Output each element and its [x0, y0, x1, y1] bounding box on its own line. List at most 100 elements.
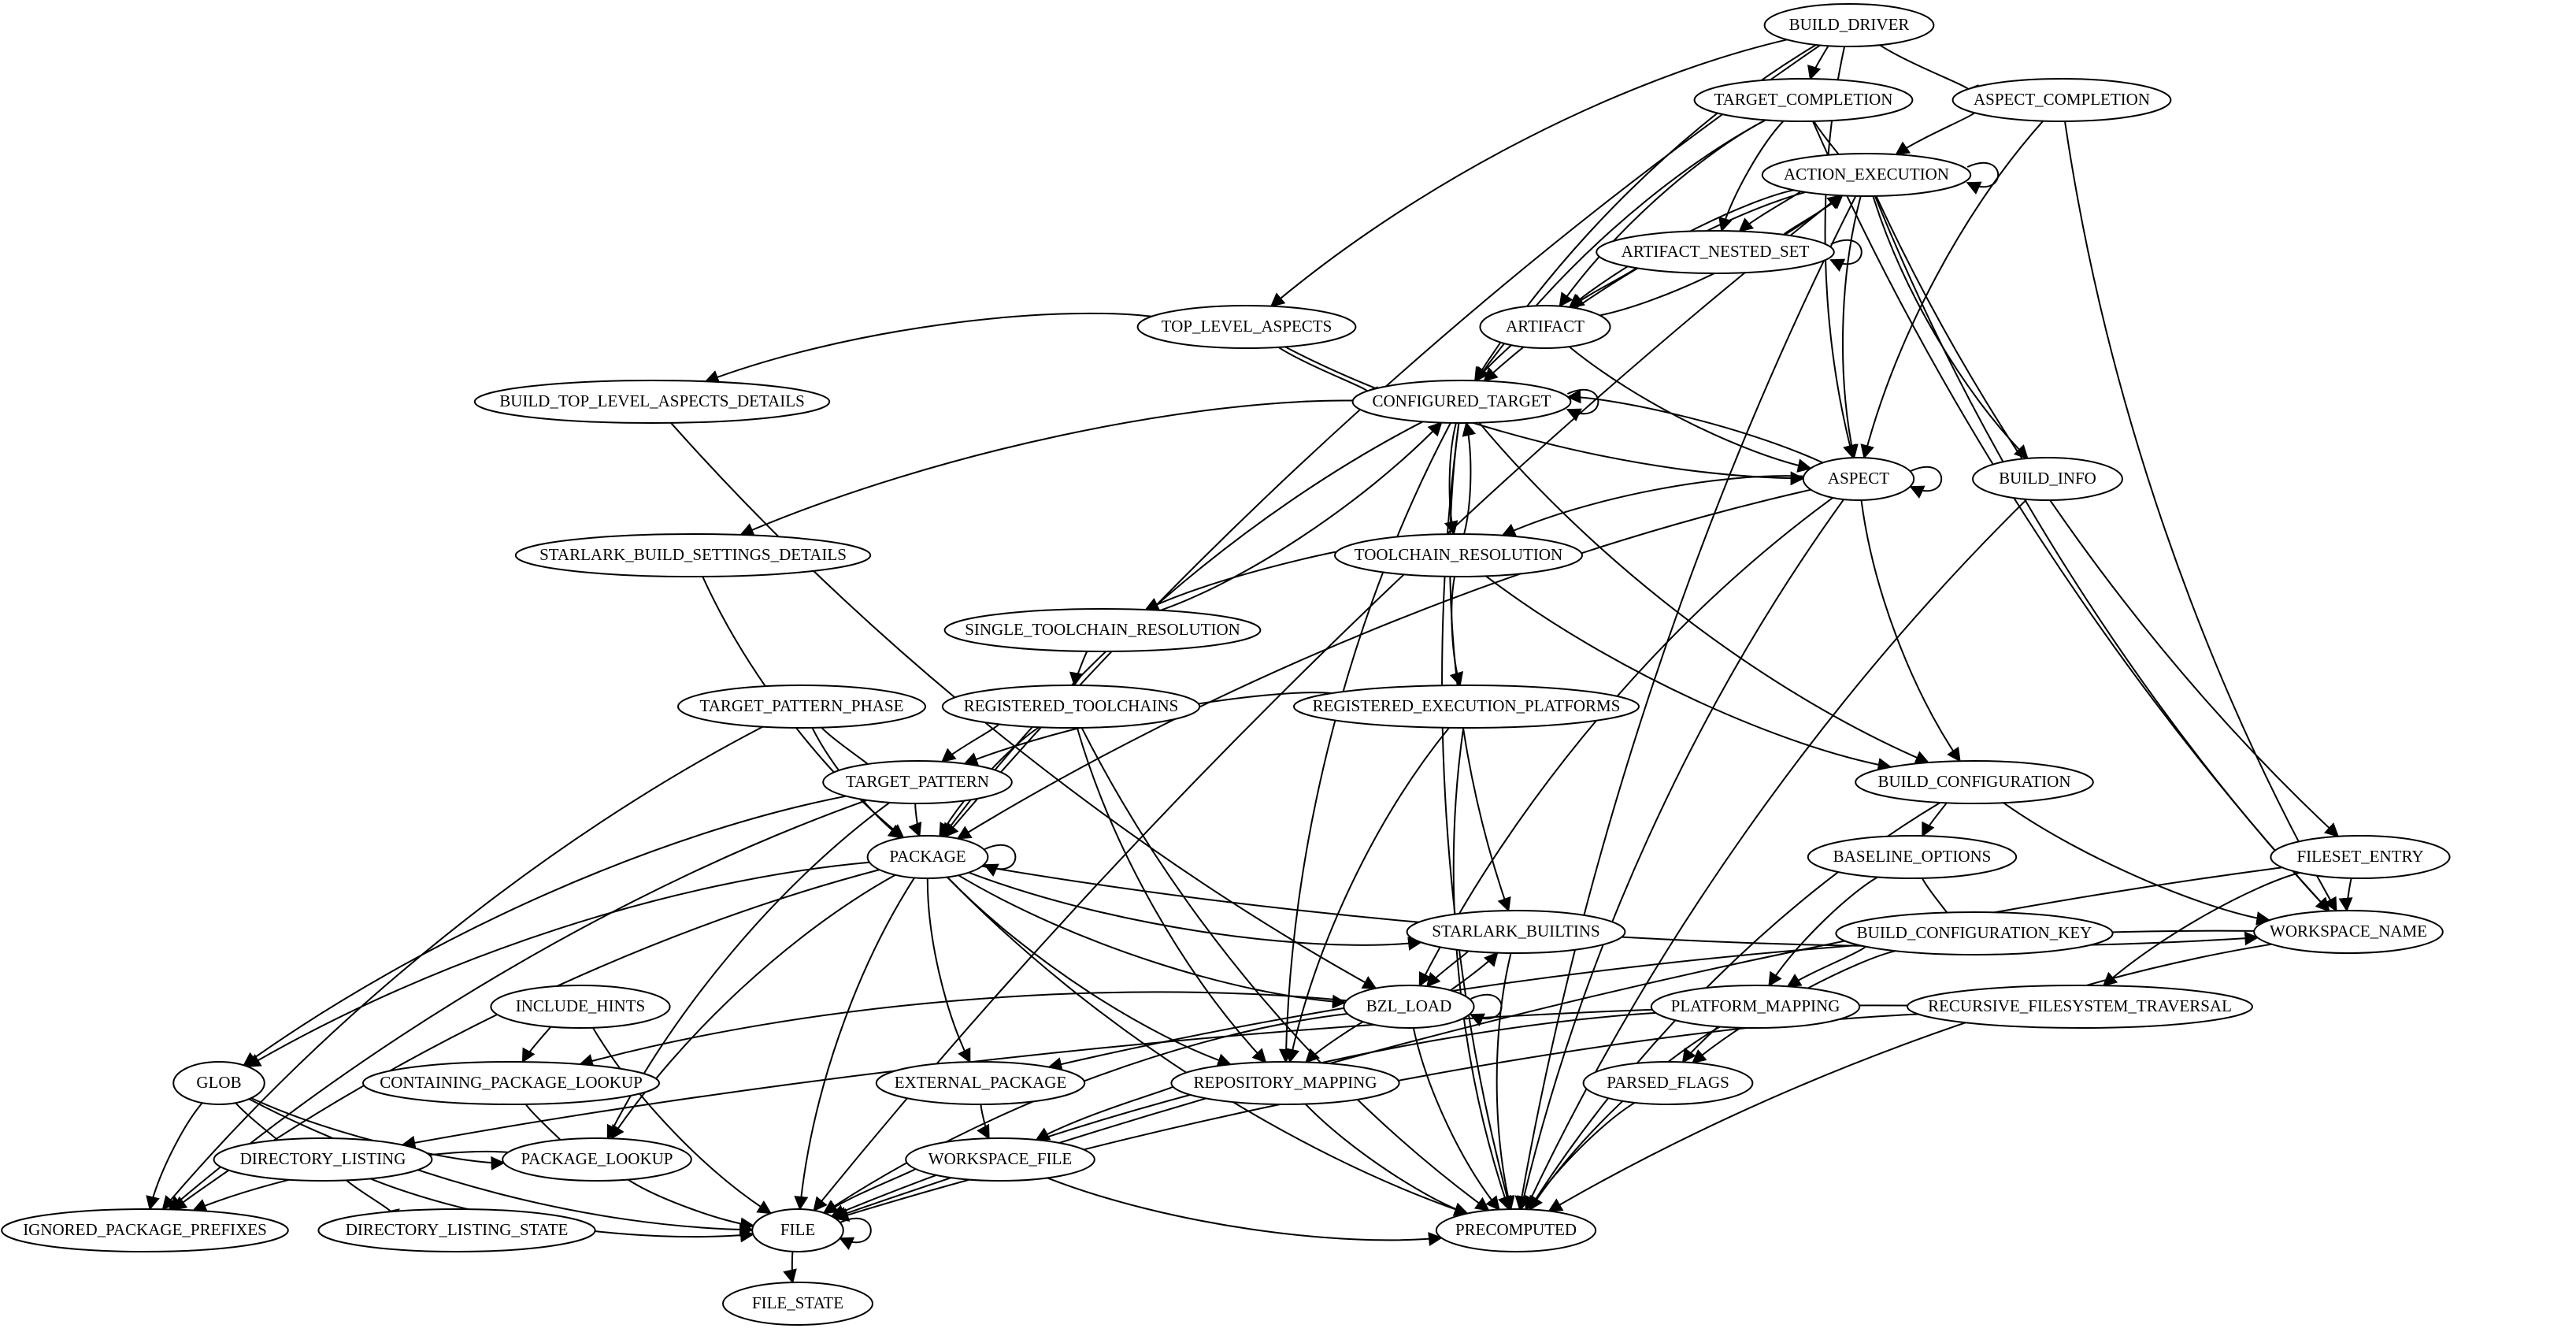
edge-build-configuration--workspace-name	[2003, 802, 2271, 926]
edge-external-package--workspace-file	[977, 1104, 990, 1140]
node-label-package-lookup: PACKAGE_LOOKUP	[521, 1149, 673, 1168]
node-label-recursive-filesystem-traversal: RECURSIVE_FILESYSTEM_TRAVERSAL	[1928, 996, 2232, 1015]
node-recursive-filesystem-traversal: RECURSIVE_FILESYSTEM_TRAVERSAL	[1907, 985, 2253, 1029]
node-ellipse-configured-target	[1351, 380, 1572, 424]
edge-artifact--aspect	[1568, 346, 1812, 473]
node-target-completion: TARGET_COMPLETION	[1693, 78, 1914, 122]
node-ellipse-single-toolchain-resolution	[943, 608, 1262, 652]
node-ellipse-recursive-filesystem-traversal	[1907, 985, 2253, 1029]
edge-configured-target--starlark-builtins	[1449, 422, 1511, 912]
node-glob: GLOB	[172, 1061, 265, 1105]
node-label-artifact-nested-set: ARTIFACT_NESTED_SET	[1622, 242, 1810, 261]
node-ellipse-registered-execution-platforms	[1293, 685, 1640, 729]
node-label-file-state: FILE_STATE	[752, 1293, 843, 1312]
edge-registered-toolchains--target-pattern	[941, 722, 1000, 763]
node-ellipse-directory-listing	[213, 1137, 433, 1182]
node-ellipse-artifact	[1479, 305, 1611, 349]
edge-configured-target--repository-mapping	[1278, 422, 1451, 1063]
node-ellipse-artifact-nested-set	[1596, 230, 1835, 274]
node-label-directory-listing: DIRECTORY_LISTING	[240, 1149, 406, 1168]
edge-target-pattern-phase--ignored-package-prefixes	[161, 725, 764, 1211]
edge-package--file	[794, 877, 915, 1211]
edge-single-toolchain-resolution--configured-target	[1159, 421, 1443, 611]
node-label-build-configuration-key: BUILD_CONFIGURATION_KEY	[1857, 923, 2092, 942]
node-label-aspect-completion: ASPECT_COMPLETION	[1974, 90, 2150, 109]
node-build-driver: BUILD_DRIVER	[1763, 3, 1935, 47]
edge-baseline-options--build-configuration-key	[1921, 877, 1962, 926]
edge-action-execution--workspace-name	[1874, 195, 2330, 912]
edge-glob--ignored-package-prefixes	[146, 1102, 203, 1211]
edge-parsed-flags--precomputed	[1528, 1101, 1636, 1211]
edge-repository-mapping--precomputed	[1304, 1103, 1469, 1216]
edge-platform-mapping--precomputed	[1529, 1026, 1721, 1211]
edge-action-execution--configured-target	[1483, 191, 1806, 382]
node-ellipse-include-hints	[490, 985, 671, 1029]
node-label-containing-package-lookup: CONTAINING_PACKAGE_LOOKUP	[380, 1073, 643, 1092]
edge-toolchain-resolution--registered-execution-platforms	[1449, 576, 1464, 687]
node-label-workspace-name: WORKSPACE_NAME	[2270, 922, 2427, 941]
edge-action-execution--build-info	[1872, 195, 2029, 460]
node-ellipse-top-level-aspects	[1136, 305, 1357, 349]
node-label-configured-target: CONFIGURED_TARGET	[1373, 391, 1551, 410]
node-starlark-builtins: STARLARK_BUILTINS	[1406, 910, 1626, 954]
node-platform-mapping: PLATFORM_MAPPING	[1650, 985, 1861, 1029]
edge-action-execution--action-execution	[1966, 161, 2000, 195]
edge-artifact-nested-set--artifact-nested-set	[1829, 239, 1863, 272]
node-ellipse-aspect-completion	[1951, 78, 2172, 122]
node-action-execution: ACTION_EXECUTION	[1761, 153, 1972, 197]
edge-include-hints--file	[592, 1027, 773, 1215]
node-label-starlark-build-settings-details: STARLARK_BUILD_SETTINGS_DETAILS	[539, 545, 847, 564]
node-label-aspect: ASPECT	[1828, 469, 1889, 488]
edge-fileset-entry--workspace-name	[2338, 877, 2353, 912]
node-label-glob: GLOB	[196, 1073, 241, 1092]
node-build-info: BUILD_INFO	[1972, 457, 2123, 501]
edge-target-completion--artifact	[1559, 119, 1766, 308]
node-label-build-configuration: BUILD_CONFIGURATION	[1878, 772, 2071, 791]
node-ellipse-build-info	[1972, 457, 2123, 501]
edge-artifact-nested-set--artifact	[1570, 265, 1637, 309]
node-repository-mapping: REPOSITORY_MAPPING	[1170, 1061, 1400, 1105]
node-ellipse-file-state	[722, 1282, 873, 1326]
node-ellipse-containing-package-lookup	[362, 1061, 660, 1105]
node-label-build-driver: BUILD_DRIVER	[1789, 15, 1910, 34]
edge-toolchain-resolution--configured-target	[1462, 421, 1477, 535]
edge-action-execution--aspect	[1842, 195, 1862, 459]
edge-target-pattern--glob	[243, 795, 847, 1067]
node-label-target-pattern-phase: TARGET_PATTERN_PHASE	[700, 696, 904, 715]
node-ellipse-platform-mapping	[1650, 985, 1861, 1029]
edge-action-execution--file	[813, 195, 1841, 1212]
node-ellipse-target-pattern	[822, 760, 1013, 804]
edge-configured-target--starlark-build-settings-details	[739, 399, 1353, 536]
node-label-registered-toolchains: REGISTERED_TOOLCHAINS	[964, 696, 1179, 715]
edge-target-pattern--ignored-package-prefixes	[168, 799, 868, 1211]
node-target-pattern: TARGET_PATTERN	[822, 760, 1013, 804]
edge-artifact--configured-target	[1475, 344, 1512, 382]
node-label-ignored-package-prefixes: IGNORED_PACKAGE_PREFIXES	[23, 1220, 267, 1239]
node-label-parsed-flags: PARSED_FLAGS	[1607, 1073, 1729, 1092]
node-label-baseline-options: BASELINE_OPTIONS	[1833, 847, 1992, 866]
edge-aspect--build-configuration	[1860, 499, 1961, 762]
node-label-top-level-aspects: TOP_LEVEL_ASPECTS	[1162, 317, 1332, 336]
edge-aspect--package	[956, 488, 1811, 840]
node-label-file: FILE	[780, 1220, 815, 1239]
node-label-registered-execution-platforms: REGISTERED_EXECUTION_PLATFORMS	[1313, 696, 1621, 715]
node-ellipse-package	[866, 835, 989, 879]
edge-bzl-load--bzl-load	[1469, 993, 1503, 1026]
edge-toolchain-resolution--single-toolchain-resolution	[1144, 551, 1337, 611]
node-ellipse-repository-mapping	[1170, 1061, 1400, 1105]
node-ellipse-starlark-builtins	[1406, 910, 1626, 954]
edge-registered-execution-platforms--repository-mapping	[1285, 727, 1450, 1063]
edge-registered-execution-platforms--precomputed	[1452, 727, 1512, 1211]
node-ellipse-workspace-name	[2253, 910, 2444, 954]
node-label-toolchain-resolution: TOOLCHAIN_RESOLUTION	[1355, 545, 1562, 564]
edge-baseline-options--platform-mapping	[1768, 876, 1878, 987]
node-ellipse-baseline-options	[1807, 835, 2018, 879]
node-ellipse-external-package	[875, 1061, 1086, 1105]
node-ignored-package-prefixes: IGNORED_PACKAGE_PREFIXES	[1, 1208, 289, 1252]
node-file: FILE	[751, 1208, 844, 1252]
edge-workspace-file--precomputed	[1047, 1177, 1443, 1246]
node-aspect: ASPECT	[1802, 457, 1915, 501]
edge-bzl-load--starlark-builtins	[1450, 952, 1499, 992]
node-label-directory-listing-state: DIRECTORY_LISTING_STATE	[346, 1220, 569, 1239]
node-ellipse-action-execution	[1761, 153, 1972, 197]
